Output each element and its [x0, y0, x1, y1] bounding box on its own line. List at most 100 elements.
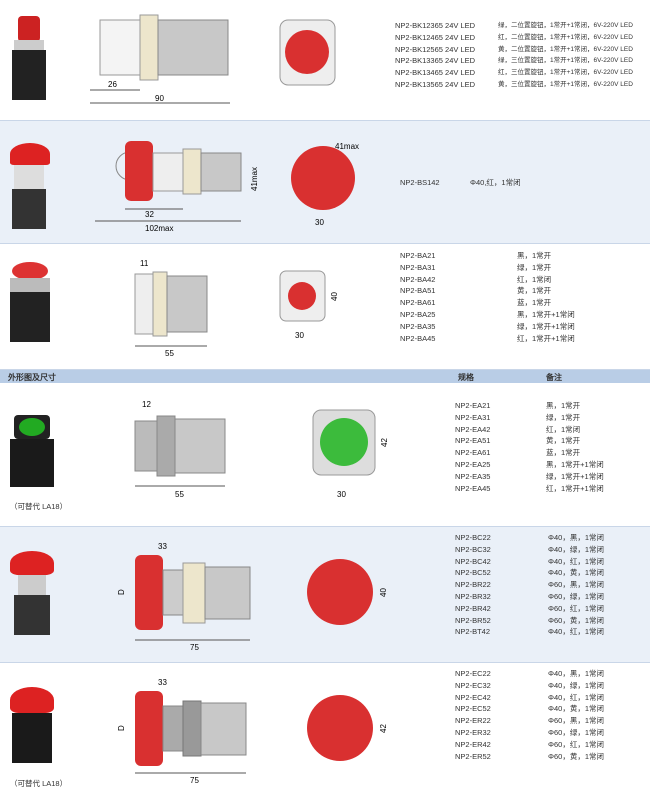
- dim-label: 42: [380, 438, 389, 447]
- remark: 红，三位置旋钮，1常开+1常闭，6V-220V LED: [498, 69, 633, 77]
- product-photo-key-stop: [6, 129, 58, 234]
- remark: Φ60，黄，1常闭: [548, 615, 604, 625]
- remark-list: 黑，1常开绿，1常开红，1常闭黄，1常开蓝，1常开黑，1常开+1常闭绿，1常开+…: [546, 400, 604, 494]
- spec-code: NP2-EC42: [455, 692, 491, 702]
- spec-code: NP2-BR32: [455, 591, 491, 601]
- front-view-drawing: 42 30: [312, 409, 389, 499]
- spec-code: NP2-BS142: [400, 178, 440, 187]
- remark: Φ40，红，1常闭: [548, 692, 604, 702]
- spec-code: NP2-BA35: [400, 321, 436, 331]
- spec-code: NP2-BC52: [455, 568, 491, 578]
- side-view-drawing: 32 102max 41max: [95, 141, 259, 233]
- spec-code: NP2-BK13565 24V LED: [395, 79, 476, 89]
- spec-code: NP2-BA42: [400, 274, 436, 284]
- dim-label: 12: [142, 400, 151, 409]
- header-remark: 备注: [546, 373, 562, 382]
- replacement-note: （可替代 LA18）: [10, 779, 68, 788]
- dim-label: 30: [315, 218, 324, 227]
- dim-label: 90: [155, 94, 164, 103]
- spec-code: NP2-BK12565 24V LED: [395, 44, 476, 54]
- spec-code: NP2-BC22: [455, 533, 491, 542]
- spec-code: NP2-ER42: [455, 739, 491, 749]
- remark: 黑，1常开+1常闭: [546, 459, 604, 469]
- remark-list: 黑，1常开绿，1常开红，1常闭黄，1常开蓝，1常开黑，1常开+1常闭绿，1常开+…: [517, 250, 575, 344]
- remark: 黑，1常开: [517, 251, 552, 260]
- spec-code: NP2-EA35: [455, 471, 491, 481]
- spec-code: NP2-BR52: [455, 615, 491, 625]
- product-photo-selector: [6, 8, 58, 103]
- spec-code: NP2-BA51: [400, 286, 436, 296]
- dim-label: 33: [158, 542, 167, 551]
- remark: 绿，三位置旋钮，1常开+1常闭，6V-220V LED: [498, 57, 633, 65]
- remark: 蓝，1常开: [546, 448, 581, 458]
- remark: Φ60，黑，1常闭: [548, 716, 604, 726]
- spec-code: NP2-BK13465 24V LED: [395, 68, 476, 78]
- remark: Φ60，红，1常闭: [548, 739, 604, 749]
- remark: 红，1常闭: [546, 424, 581, 434]
- side-view-drawing: 12 55: [134, 400, 226, 499]
- dim-label: 26: [108, 80, 117, 89]
- dim-label: 41max: [335, 142, 359, 151]
- dim-label: 102max: [145, 224, 173, 233]
- remark: Φ40,红，1常闭: [470, 178, 521, 187]
- spec-code: NP2-EA61: [455, 448, 491, 458]
- spec-code: NP2-EC22: [455, 669, 491, 678]
- remark: Φ60，黑，1常闭: [548, 580, 604, 590]
- remark: 绿，二位置旋钮，1常开+1常闭，6V-220V LED: [498, 22, 633, 29]
- remark: 黑，1常开+1常闭: [517, 309, 575, 319]
- table-header: 外形图及尺寸 规格 备注: [0, 370, 650, 383]
- remark: 绿，1常开: [517, 262, 552, 272]
- remark: Φ40，黄，1常闭: [548, 568, 604, 578]
- front-view-drawing: 42: [307, 695, 388, 761]
- side-view-drawing: 33 D 75: [117, 542, 251, 652]
- remark: 黄，1常开: [517, 286, 552, 296]
- front-view-drawing: 40: [307, 559, 388, 625]
- remark: Φ40，红，1常闭: [548, 627, 604, 637]
- front-view-drawing: 40 30: [279, 270, 339, 340]
- product-photo-mushroom-button: [6, 547, 58, 647]
- spec-code: NP2-BR22: [455, 580, 491, 590]
- remark: 红，1常闭: [517, 274, 552, 284]
- spec-code: NP2-BC42: [455, 556, 491, 566]
- spec-code: NP2-EA21: [455, 401, 491, 410]
- remark: 绿，1常开+1常闭: [517, 321, 575, 331]
- spec-code: NP2-EC52: [455, 704, 491, 714]
- spec-code: NP2-BC32: [455, 544, 491, 554]
- remark: 黑，1常开: [546, 401, 581, 410]
- dim-label: 42: [379, 724, 388, 733]
- product-photo-flat-button: [6, 256, 58, 351]
- remark: 红，1常开+1常闭: [546, 483, 604, 493]
- dim-label: 75: [190, 643, 199, 652]
- spec-code: NP2-BA61: [400, 298, 436, 308]
- dim-label: 55: [165, 349, 174, 358]
- dim-label: 11: [140, 259, 149, 268]
- dim-label: 40: [330, 292, 339, 301]
- remark: 黄，三位置旋钮，1常开+1常闭，6V-220V LED: [498, 80, 633, 88]
- dim-label: 32: [145, 210, 154, 219]
- remark: 红，二位置旋钮，1常开+1常闭，6V-220V LED: [498, 33, 633, 41]
- remark: 黄，二位置旋钮，1常开+1常闭，6V-220V LED: [498, 45, 633, 53]
- front-view-drawing: 41max 30: [291, 142, 359, 227]
- dim-label: 30: [295, 331, 304, 340]
- spec-code: NP2-BA25: [400, 309, 436, 319]
- spec-code: NP2-EA51: [455, 436, 491, 446]
- spec-code: NP2-ER52: [455, 751, 491, 761]
- front-view-drawing: [279, 19, 336, 86]
- remark: 蓝，1常开: [517, 298, 552, 308]
- dim-label: 40: [379, 588, 388, 597]
- replacement-note: （可替代 LA18）: [10, 502, 68, 511]
- spec-code: NP2-EA45: [455, 483, 491, 493]
- spec-code: NP2-EA42: [455, 424, 491, 434]
- remark: Φ60，绿，1常闭: [548, 727, 604, 737]
- product-row-bs: 32 102max 41max 41max 30 NP2-BS142 Φ40,红…: [0, 121, 650, 244]
- spec-code: NP2-BK12365 24V LED: [395, 21, 476, 30]
- remark: Φ40，黑，1常闭: [548, 669, 604, 678]
- spec-code: NP2-BT42: [455, 627, 491, 637]
